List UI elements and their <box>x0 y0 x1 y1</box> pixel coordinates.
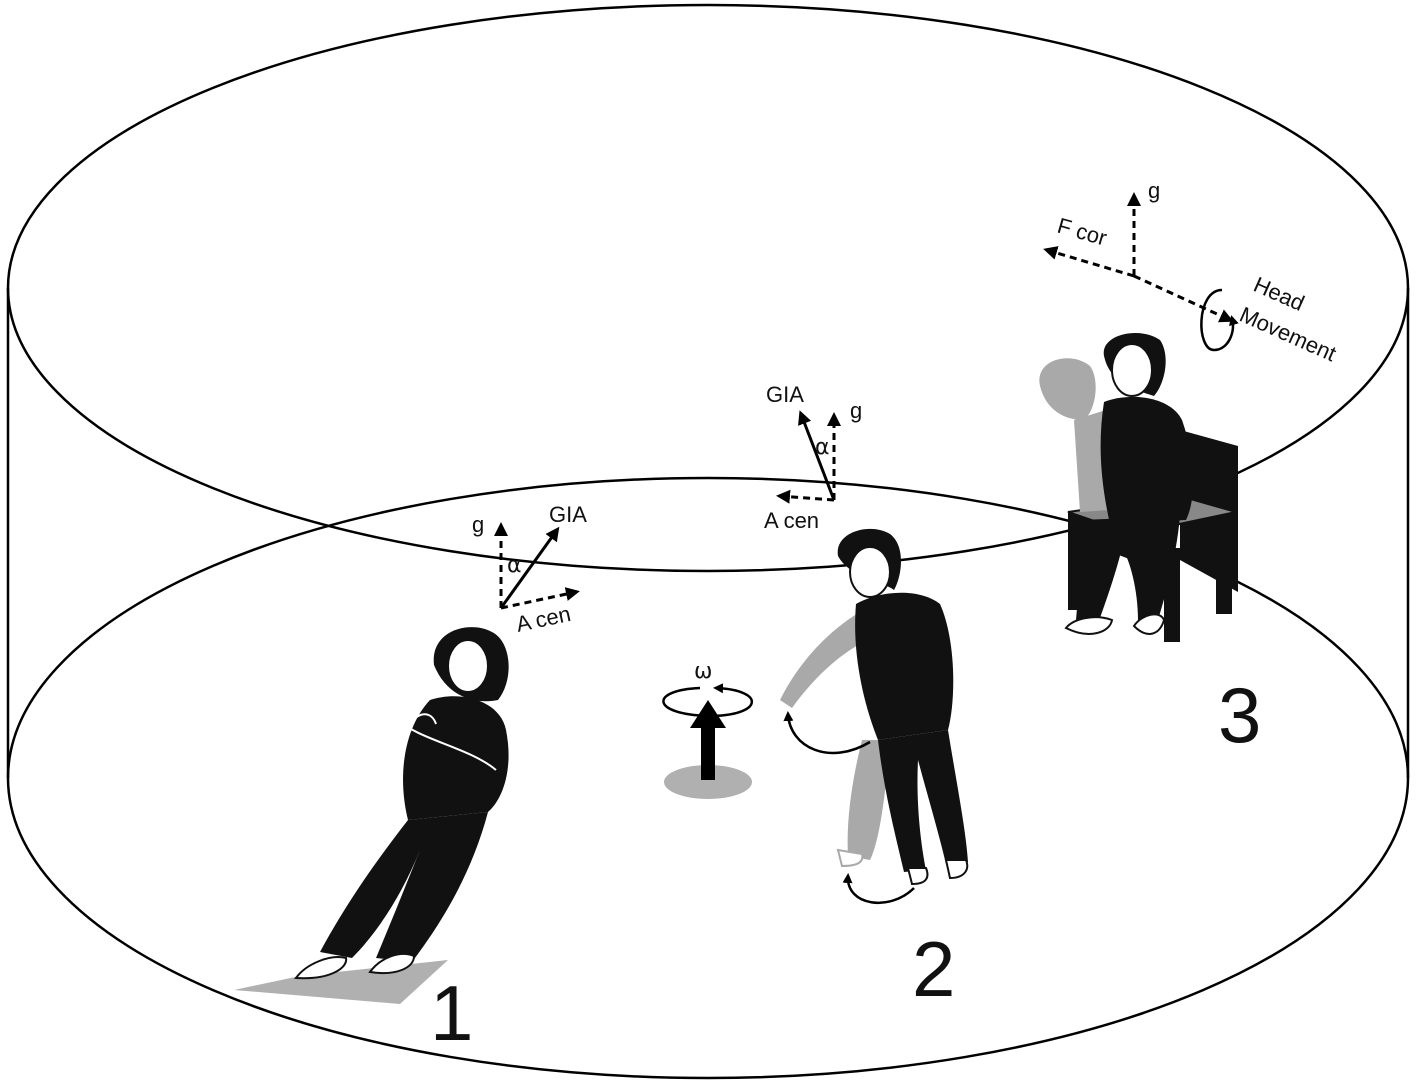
person-2-ghost <box>780 612 890 868</box>
scene-2: GIA g α A cen 2 <box>764 382 969 1013</box>
person-1-torso <box>403 696 509 820</box>
axis-arrow-head <box>690 700 726 728</box>
arm-swing-arrow <box>783 711 871 755</box>
ghost-arm <box>780 612 868 708</box>
centripetal-vector-1 <box>500 587 580 610</box>
rotation-axis: ω <box>662 659 753 799</box>
centripetal-label-2: A cen <box>764 508 819 533</box>
person-3-seated <box>1064 333 1194 635</box>
chair-leg-back-right <box>1216 540 1232 614</box>
coriolis-label-3: F cor <box>1055 213 1110 251</box>
person-2-walking <box>837 528 969 886</box>
person-2-face <box>849 546 891 598</box>
rotation-curl-icon <box>662 683 753 718</box>
person-1-leaning <box>294 627 509 980</box>
head-rotation-curl-icon <box>1200 288 1239 352</box>
gia-label-2: GIA <box>766 382 804 407</box>
rotating-room-cylinder <box>6 3 1410 1080</box>
person-3-face <box>1111 343 1153 397</box>
person-2-legs <box>878 730 968 872</box>
gravity-label-2: g <box>850 398 862 423</box>
person-1-arms <box>397 713 497 771</box>
scene-1: g GIA α A cen 1 <box>234 502 587 1057</box>
person-3-legs <box>1076 516 1180 624</box>
scene-number-2: 2 <box>912 925 955 1013</box>
person-1-face <box>447 639 489 693</box>
person-2-arm <box>922 608 953 720</box>
person-3-ghost <box>1039 358 1110 512</box>
person-2-torso <box>855 592 954 740</box>
person-3-feet <box>1064 613 1166 635</box>
person-1-feet <box>294 953 416 980</box>
foot-swing-arrow <box>842 873 915 904</box>
scene-number-1: 1 <box>430 969 473 1057</box>
scene-3: g F cor Head Movement 3 <box>1039 178 1340 759</box>
person-1-legs <box>320 812 488 962</box>
scene-1-vectors: g GIA α A cen <box>472 502 587 637</box>
axis-shadow <box>664 765 752 799</box>
person-2-feet <box>906 859 969 886</box>
centripetal-vector-2 <box>776 489 835 504</box>
scene-2-vectors: GIA g α A cen <box>764 382 862 533</box>
axis-arrow-shaft <box>701 722 715 780</box>
gia-vector-2 <box>798 410 836 501</box>
gravity-label-3: g <box>1148 178 1160 203</box>
gravity-label-1: g <box>472 512 484 537</box>
scene-number-3: 3 <box>1218 671 1261 759</box>
gia-label-1: GIA <box>549 502 587 527</box>
coriolis-vector-3 <box>1043 246 1135 278</box>
angle-label-1: α <box>507 553 522 578</box>
angle-label-2: α <box>815 435 830 460</box>
rotation-symbol: ω <box>694 659 712 684</box>
ghost-head <box>1039 358 1096 420</box>
head-movement-axis <box>1133 274 1234 323</box>
gia-vector-1 <box>499 526 560 609</box>
ghost-foot <box>836 848 864 868</box>
ghost-leg <box>847 740 890 860</box>
centripetal-label-1: A cen <box>514 601 573 637</box>
person-3-torso <box>1100 396 1194 524</box>
scene-3-vectors: g F cor Head Movement <box>1043 178 1340 366</box>
